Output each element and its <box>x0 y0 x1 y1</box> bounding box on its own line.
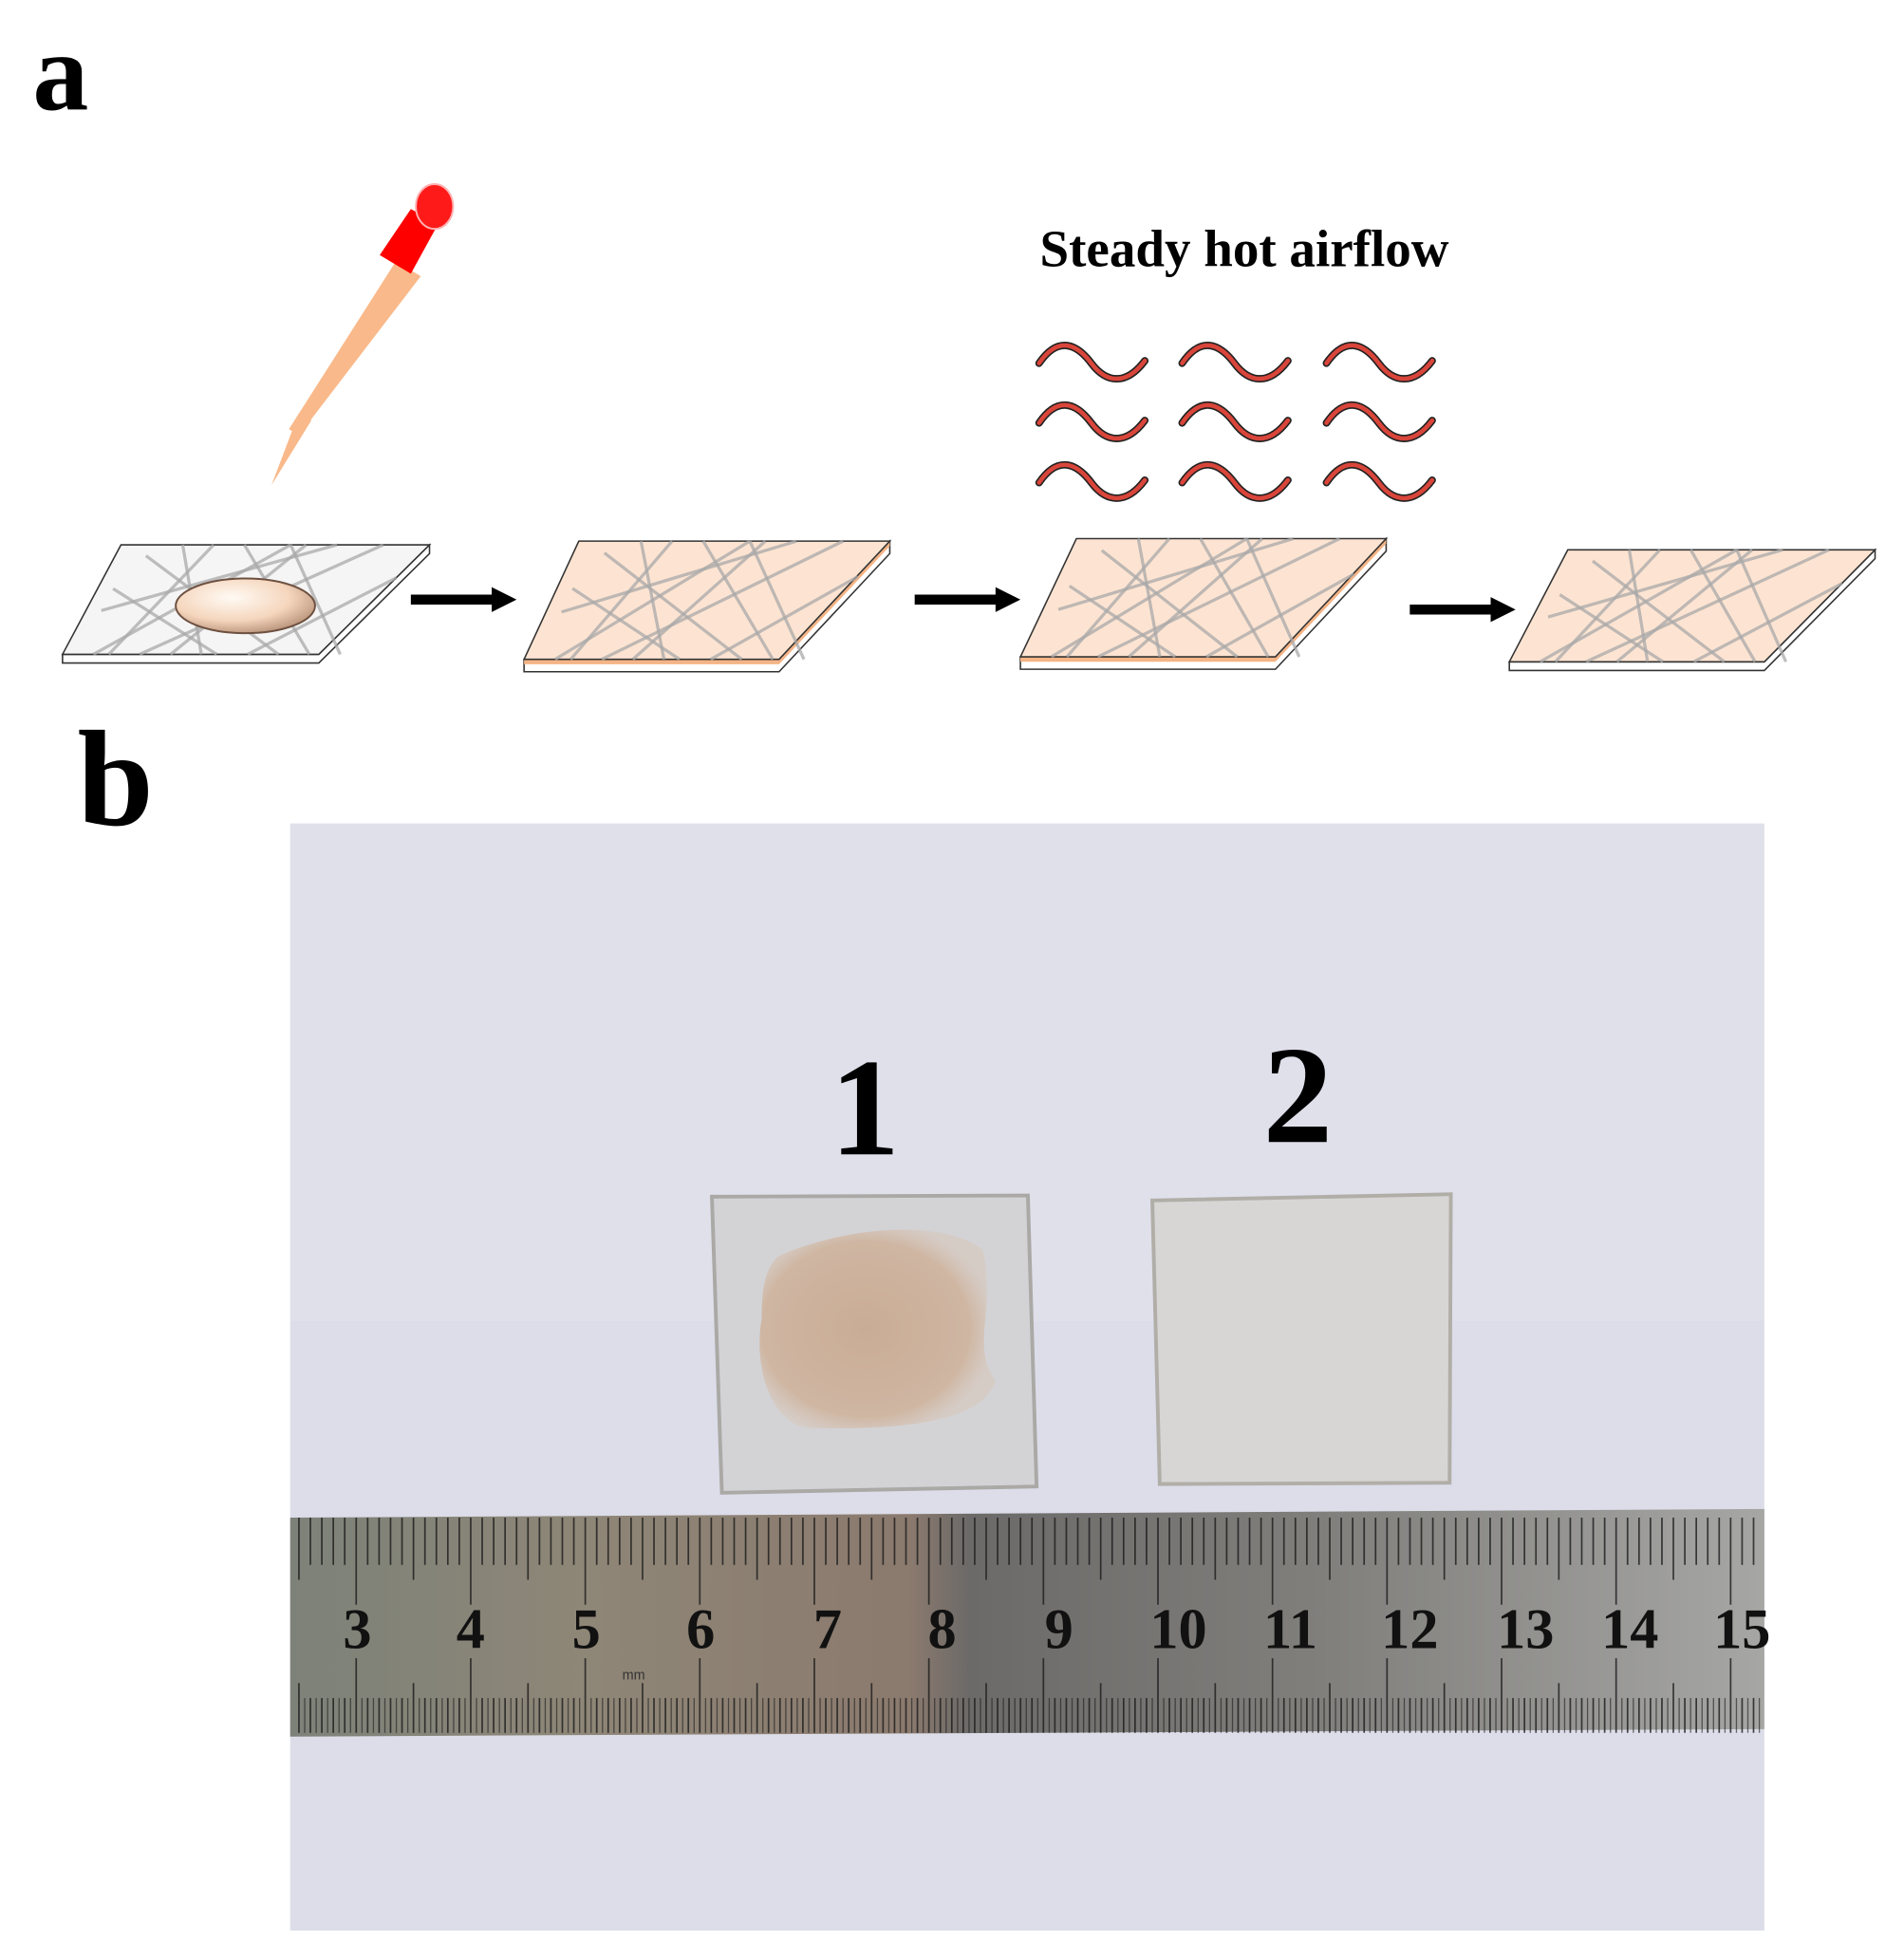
process-slides <box>61 536 1877 673</box>
ruler-number: 13 <box>1497 1598 1554 1662</box>
wave-icon <box>1180 343 1291 382</box>
hot-airflow-waves <box>1035 342 1436 502</box>
wave-icon <box>1036 402 1148 441</box>
wave-icon <box>1324 343 1435 382</box>
arrow-icon <box>410 587 517 612</box>
arrow-icon <box>1409 597 1516 623</box>
ruler-number: 11 <box>1263 1598 1317 1662</box>
ruler-number: 5 <box>572 1598 601 1662</box>
ruler-number: 8 <box>927 1598 956 1662</box>
sample-label-2: 2 <box>1263 1017 1333 1172</box>
wave-icon <box>1324 402 1435 441</box>
panel-a-label: a <box>32 9 88 134</box>
glass-slide-2 <box>1150 1192 1453 1486</box>
ruler-ticks <box>298 1518 1761 1733</box>
wave-icon <box>1324 462 1435 501</box>
slide-step-2 <box>522 539 892 673</box>
ruler-number: 12 <box>1381 1598 1438 1662</box>
ruler: 3 4 5 6 7 8 9 10 11 12 13 14 15 mm <box>289 1508 1770 1737</box>
ruler-number: 10 <box>1149 1598 1206 1662</box>
arrow-icon <box>914 587 1021 612</box>
ruler-number: 6 <box>686 1598 715 1662</box>
ruler-number: 14 <box>1601 1598 1658 1662</box>
glass-slide-1 <box>710 1193 1039 1495</box>
sample-photo: 1 2 3 4 5 6 7 8 9 10 11 12 13 14 15 mm <box>289 823 1770 1931</box>
ruler-number: 4 <box>457 1598 485 1662</box>
ruler-number: 3 <box>343 1598 371 1662</box>
wave-icon <box>1036 343 1148 382</box>
droplet <box>175 577 316 635</box>
sample-label-1: 1 <box>831 1030 900 1184</box>
wave-icon <box>1036 462 1148 501</box>
dropper-icon <box>271 182 455 486</box>
panel-b-label: b <box>78 704 154 855</box>
ruler-number: 15 <box>1713 1598 1770 1662</box>
slide-step-1 <box>61 543 432 664</box>
wave-icon <box>1180 402 1291 441</box>
slide-step-4 <box>1507 548 1877 672</box>
ruler-unit: mm <box>623 1668 645 1683</box>
wave-icon <box>1180 462 1291 501</box>
airflow-title: Steady hot airflow <box>1039 219 1448 277</box>
slide-step-3 <box>1018 536 1389 670</box>
ruler-number: 7 <box>813 1598 842 1662</box>
ruler-number: 9 <box>1045 1598 1073 1662</box>
coating <box>759 1229 996 1428</box>
